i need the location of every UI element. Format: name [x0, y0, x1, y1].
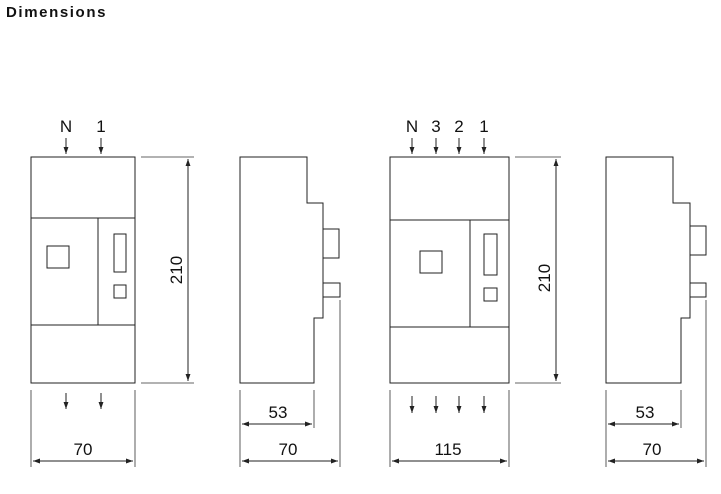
indicator-window: [483, 287, 498, 302]
breaker-side-profile: [605, 156, 691, 384]
toggle-handle: [689, 225, 707, 256]
toggle-handle-slot: [483, 233, 498, 276]
depth-dimension-label: 53: [269, 403, 288, 422]
page-title: Dimensions: [6, 4, 108, 21]
width-dimension-label: 70: [279, 440, 298, 459]
breaker-face-panel: [389, 219, 510, 328]
indicator-window: [113, 284, 127, 299]
width-dimension-label: 70: [643, 440, 662, 459]
terminal-label: N: [60, 117, 72, 136]
front-view-4-pole: N 3 2 1 210 115: [389, 117, 561, 467]
height-dimension-label: 210: [167, 256, 186, 284]
side-tab: [322, 282, 341, 298]
terminal-label: 1: [96, 117, 105, 136]
terminal-label: N: [406, 117, 418, 136]
depth-dimension-label: 53: [636, 403, 655, 422]
terminal-label: 1: [479, 117, 488, 136]
toggle-handle-slot: [113, 233, 127, 273]
front-view-2-pole: N 1 210 70: [30, 117, 194, 467]
breaker-side-profile: [239, 156, 324, 384]
side-tab: [689, 282, 707, 298]
width-dimension-label: 115: [434, 440, 461, 459]
height-dimension-label: 210: [535, 264, 554, 292]
breaker-body-outline: [30, 156, 136, 384]
side-view-2-pole: 53 70: [239, 156, 341, 467]
breaker-face-panel: [30, 217, 136, 326]
side-view-4-pole: 53 70: [605, 156, 707, 467]
breaker-body-outline: [389, 156, 510, 384]
terminal-label: 2: [454, 117, 463, 136]
terminal-label: 3: [431, 117, 440, 136]
toggle-handle: [322, 228, 340, 259]
width-dimension-label: 70: [74, 440, 93, 459]
test-button: [419, 250, 443, 274]
test-button: [46, 245, 70, 269]
